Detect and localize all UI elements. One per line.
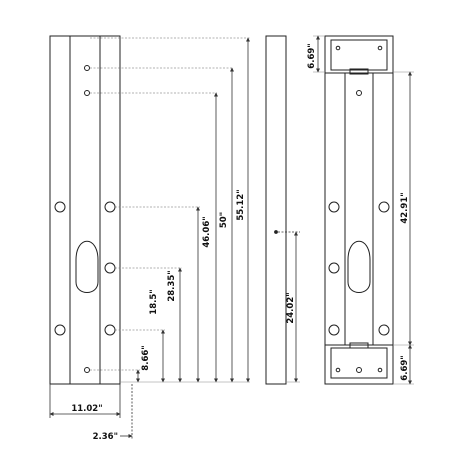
- back-keyhole-cutout: [347, 240, 371, 293]
- front-view: [49, 35, 121, 385]
- dim-label-back-middle: 42.91": [400, 192, 410, 223]
- back-hole-bottom: [356, 367, 362, 373]
- back-bottom-hole-right: [377, 367, 383, 373]
- front-hole-top: [84, 65, 90, 71]
- back-bottom-clip: [349, 342, 369, 349]
- front-hole-second: [84, 90, 90, 96]
- dim-label-h1: 8.66": [141, 345, 151, 370]
- back-hole-right-upper: [378, 201, 390, 213]
- dim-label-side-center: 24.02": [286, 292, 296, 323]
- front-hole-right-upper: [104, 201, 116, 213]
- back-top-hole-left: [335, 45, 341, 51]
- back-top-bracket: [330, 39, 388, 71]
- front-leader-lines: [90, 37, 250, 371]
- front-hole-right-lower: [104, 324, 116, 336]
- front-hole-right-middle: [104, 262, 116, 274]
- dim-label-offset: 2.36": [93, 432, 118, 442]
- front-width-dim: [49, 384, 133, 440]
- side-dim-lines: [278, 231, 300, 383]
- back-hole-right-lower: [378, 324, 390, 336]
- dim-label-h3: 28.35": [167, 270, 177, 301]
- dim-label-back-top: 6.69": [307, 43, 317, 68]
- back-panel-outline: [324, 35, 394, 385]
- front-hole-left-upper: [54, 201, 66, 213]
- side-center-mark: [274, 230, 278, 234]
- dim-label-h4: 46.06": [202, 216, 212, 247]
- back-dim-lines: [313, 35, 414, 385]
- back-top-clip: [349, 68, 369, 75]
- back-hole-top: [356, 90, 362, 96]
- front-dim-lines: [120, 37, 250, 383]
- back-bottom-bracket: [330, 347, 388, 379]
- dim-label-total: 55.12": [236, 189, 246, 220]
- back-hole-left-lower: [328, 324, 340, 336]
- front-panel-outline: [49, 35, 121, 385]
- back-hole-left-upper: [328, 201, 340, 213]
- back-view: [324, 35, 394, 385]
- back-bottom-hole-left: [335, 367, 341, 373]
- front-hole-bottom: [84, 367, 90, 373]
- side-panel-outline: [265, 35, 287, 385]
- dim-label-h5: 50": [219, 212, 229, 228]
- dim-label-back-bottom: 6.69": [400, 355, 410, 380]
- front-hole-left-lower: [54, 324, 66, 336]
- dim-label-h2: 18.5": [149, 289, 159, 314]
- back-hole-left-middle: [328, 262, 340, 274]
- dim-label-width: 11.02": [71, 404, 102, 414]
- front-keyhole-cutout: [75, 240, 99, 293]
- back-top-hole-right: [377, 45, 383, 51]
- side-view: [265, 35, 287, 385]
